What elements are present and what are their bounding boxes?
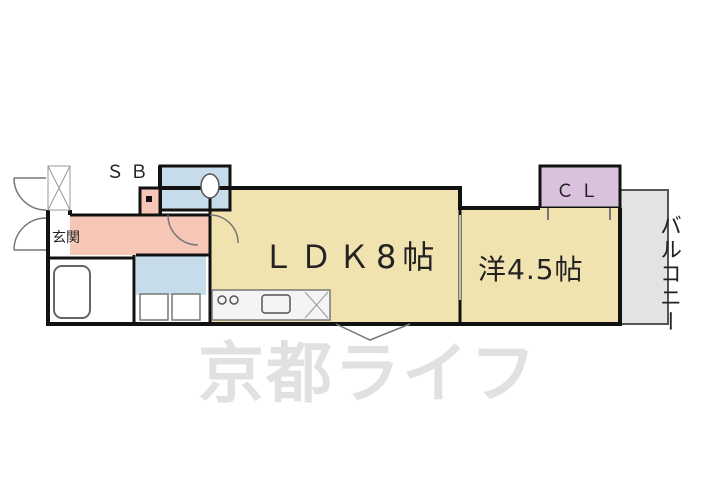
shoe-box-label: ＳＢ bbox=[106, 162, 154, 183]
closet-door bbox=[547, 208, 611, 220]
outer-walls bbox=[46, 166, 622, 326]
storage-door bbox=[47, 165, 71, 211]
western-room-floor bbox=[460, 208, 620, 323]
toilet-door bbox=[167, 214, 199, 246]
entrance-door bbox=[13, 177, 47, 211]
balcony-label: バルコニー bbox=[656, 214, 681, 334]
entrance-door-2 bbox=[13, 217, 47, 251]
toilet-bowl bbox=[200, 173, 220, 199]
watermark-logo: 京都ライフ bbox=[198, 336, 538, 410]
washing-machine-space bbox=[171, 293, 201, 321]
western-room-label: 洋4.5帖 bbox=[478, 253, 584, 286]
ldk-door bbox=[209, 214, 239, 244]
window-bay bbox=[335, 323, 411, 341]
washroom-floor bbox=[136, 255, 206, 295]
ldk-label: ＬＤＫ8帖 bbox=[262, 238, 441, 276]
bathtub bbox=[53, 265, 91, 319]
closet-label: ＣＬ bbox=[556, 181, 604, 202]
entrance-hall-floor bbox=[70, 215, 210, 255]
entrance-label: 玄関 bbox=[52, 230, 80, 246]
shoe-box-marker bbox=[146, 196, 152, 202]
kitchen-counter bbox=[211, 289, 331, 321]
washbasin bbox=[139, 293, 169, 321]
